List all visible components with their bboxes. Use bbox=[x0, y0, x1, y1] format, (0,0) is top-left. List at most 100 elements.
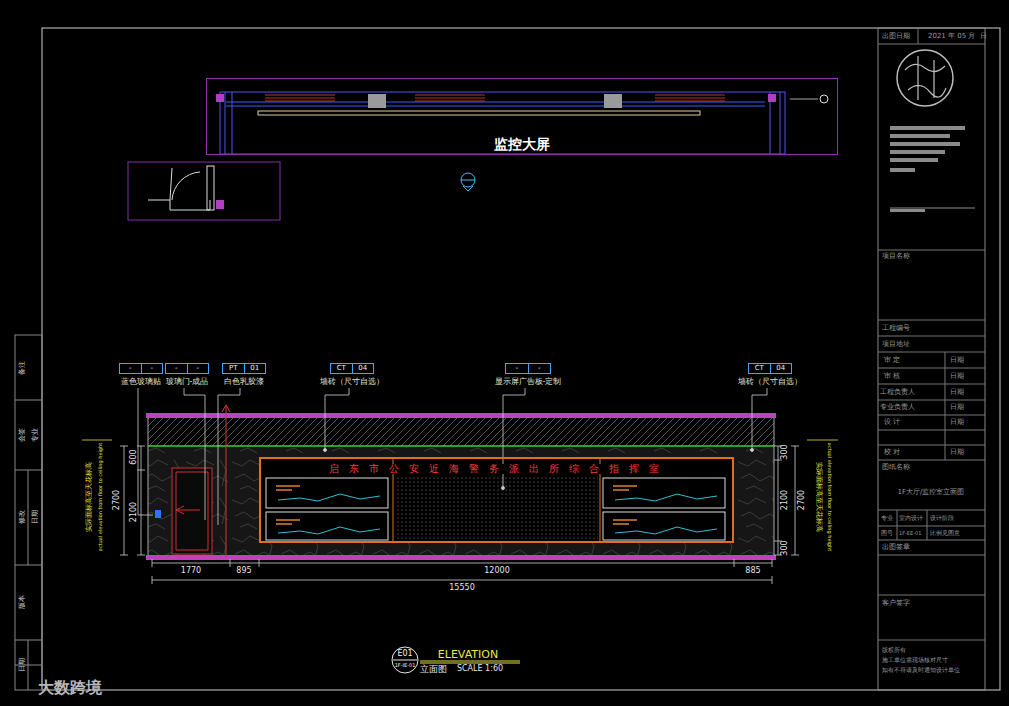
dimension-lines bbox=[82, 440, 838, 441]
revision-cell: 备注 bbox=[19, 361, 26, 375]
elevation-view bbox=[266, 512, 388, 540]
tag-code: 04 bbox=[771, 364, 792, 373]
plan-view bbox=[128, 162, 280, 220]
material-name: 显示屏广告板-定制 bbox=[495, 378, 562, 386]
plan-view bbox=[207, 166, 214, 210]
material-tag: PT01白色乳胶漆 bbox=[222, 363, 266, 374]
material-name: 墙砖（尺寸自选） bbox=[320, 378, 384, 386]
dimension-lines bbox=[152, 559, 772, 567]
material-tag: --蓝色玻璃贴 bbox=[119, 363, 163, 374]
title-cell: 项目地址 bbox=[882, 341, 910, 348]
title-cell: 专业 bbox=[881, 515, 893, 521]
revision-cell: 专业 bbox=[32, 428, 39, 442]
tag-code: CT bbox=[749, 364, 771, 373]
material-name: 蓝色玻璃贴 bbox=[121, 378, 161, 386]
revision-cell: 版本 bbox=[19, 595, 26, 609]
redacted-info bbox=[890, 126, 975, 212]
title-cell: 校 对 bbox=[884, 449, 900, 456]
note: 如有不符请及时通知设计单位 bbox=[882, 667, 960, 673]
title-cell: 客户签字 bbox=[882, 600, 910, 607]
redacted-info bbox=[890, 158, 938, 162]
plan-view bbox=[461, 180, 475, 191]
elevation-view bbox=[396, 477, 598, 541]
logo bbox=[897, 50, 953, 106]
title-cell: 专业负责人 bbox=[880, 404, 915, 411]
tag-code: - bbox=[529, 364, 551, 373]
leader-lines bbox=[218, 388, 240, 525]
elevation-view bbox=[222, 405, 230, 558]
redacted-info bbox=[890, 150, 945, 154]
dimension-lines bbox=[152, 576, 772, 584]
level-note: 实际面标高至天花标高 bbox=[86, 462, 93, 532]
elevation-view bbox=[146, 413, 776, 418]
leader-lines bbox=[324, 449, 327, 452]
plan-view bbox=[220, 92, 785, 154]
elevation-view bbox=[148, 445, 774, 447]
banner-title: 启东市公安近海警务派出所综合指挥室 bbox=[324, 464, 669, 474]
plan-view bbox=[128, 92, 828, 220]
elevation-marker: E011F-IE-01 bbox=[391, 646, 419, 674]
level-note: actual elevation from floor to ceiling h… bbox=[98, 443, 103, 551]
marker-circle bbox=[392, 647, 418, 673]
title-cell: 图纸名称 bbox=[882, 464, 910, 471]
revision-cell: 修改 bbox=[19, 510, 26, 524]
elevation-view bbox=[148, 418, 774, 446]
redacted-info bbox=[890, 134, 950, 138]
plan-view bbox=[820, 95, 828, 103]
material-tag: CT04墙砖（尺寸自选） bbox=[330, 363, 374, 374]
redacted-info bbox=[890, 126, 965, 130]
dimension: 600 bbox=[130, 449, 138, 464]
title-cell: 日期 bbox=[950, 449, 964, 456]
title-cell: 出图签章 bbox=[882, 544, 910, 551]
plan-view bbox=[368, 94, 386, 108]
redacted-info bbox=[890, 168, 915, 172]
sheet-frame bbox=[878, 28, 985, 690]
title-cell: 日期 bbox=[950, 357, 964, 364]
tag-code: 01 bbox=[245, 364, 266, 373]
title-cell: 工程编号 bbox=[882, 325, 910, 332]
elevation-view bbox=[155, 510, 161, 518]
plan-view bbox=[148, 168, 210, 210]
tag-code: CT bbox=[331, 364, 353, 373]
screen-wall-panel: 启东市公安近海警务派出所综合指挥室 bbox=[259, 457, 734, 543]
tag-code: - bbox=[506, 364, 529, 373]
material-tag: --显示屏广告板-定制 bbox=[505, 363, 551, 374]
drawing-title: ELEVATION bbox=[438, 649, 498, 660]
dimension: 2700 bbox=[113, 490, 121, 510]
dimension: 300 bbox=[781, 540, 789, 555]
title-cell: 审 核 bbox=[884, 373, 900, 380]
elevation-view bbox=[146, 405, 776, 560]
sheet-frame bbox=[15, 400, 42, 690]
dimension-lines bbox=[82, 440, 838, 584]
leader-lines bbox=[752, 388, 767, 450]
material-tag: CT04墙砖（尺寸自选） bbox=[748, 363, 792, 374]
elevation-view bbox=[146, 555, 776, 560]
dimension: 2700 bbox=[798, 490, 806, 510]
leader-lines bbox=[184, 388, 205, 520]
tag-code: - bbox=[142, 364, 163, 373]
title-cell: 图号 bbox=[881, 530, 893, 536]
material-name: 白色乳胶漆 bbox=[224, 378, 264, 386]
tag-code: PT bbox=[223, 364, 245, 373]
dimension-lines bbox=[120, 446, 128, 555]
dimension: 895 bbox=[236, 567, 251, 575]
title-cell: 日期 bbox=[950, 404, 964, 411]
title-cell: 设 计 bbox=[884, 419, 900, 426]
plan-view bbox=[225, 92, 780, 154]
sheet-frame bbox=[878, 28, 985, 640]
plan-view bbox=[790, 99, 818, 100]
elevation-view bbox=[176, 472, 208, 550]
dimension: 2100 bbox=[130, 502, 138, 522]
elevation-view bbox=[603, 478, 725, 508]
title-cell: 室内设计 bbox=[899, 515, 923, 521]
sheet-frame bbox=[15, 335, 42, 690]
drawing-title: 立面图 bbox=[420, 665, 447, 674]
logo bbox=[897, 50, 953, 106]
elevation-view bbox=[261, 459, 732, 541]
title-cell: 出图日期 bbox=[882, 33, 910, 40]
title-cell: 日期 bbox=[950, 419, 964, 426]
elevation-view bbox=[603, 512, 725, 540]
title-cell: 审 定 bbox=[884, 357, 900, 364]
